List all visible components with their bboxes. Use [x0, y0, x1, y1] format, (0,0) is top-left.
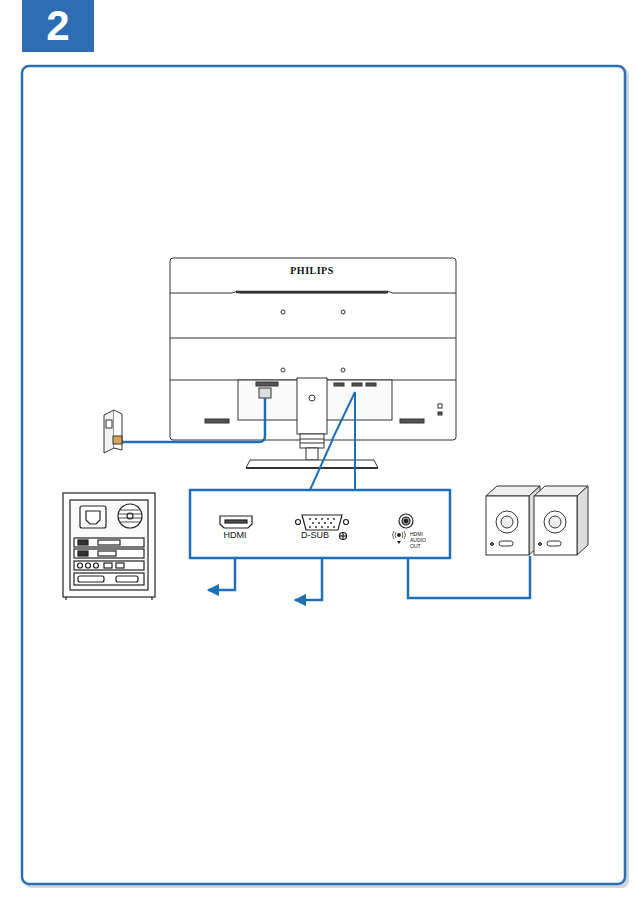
port-callout-box: HDMI D-SUB HDMI AUDIO OUT: [190, 490, 450, 558]
leader-line: [332, 392, 355, 490]
leader-line: [310, 440, 332, 490]
speakers-illustration: [486, 486, 588, 555]
computer-illustration: [63, 493, 155, 600]
cable: [208, 556, 530, 600]
panel: [22, 66, 625, 884]
monitor: PHILIPS: [170, 258, 456, 440]
brand-label: PHILIPS: [290, 266, 334, 276]
power-cord: [120, 398, 265, 442]
port-label: D-SUB: [301, 531, 329, 540]
port-label: HDMI AUDIO OUT: [410, 532, 436, 549]
port-icons: [220, 514, 413, 544]
step-badge: 2: [22, 0, 94, 52]
step-number: 2: [46, 5, 69, 47]
port-panel: [190, 490, 450, 558]
wall-socket: [104, 410, 122, 453]
monitor-illustration: [170, 258, 456, 468]
port-label: HDMI: [224, 531, 247, 540]
